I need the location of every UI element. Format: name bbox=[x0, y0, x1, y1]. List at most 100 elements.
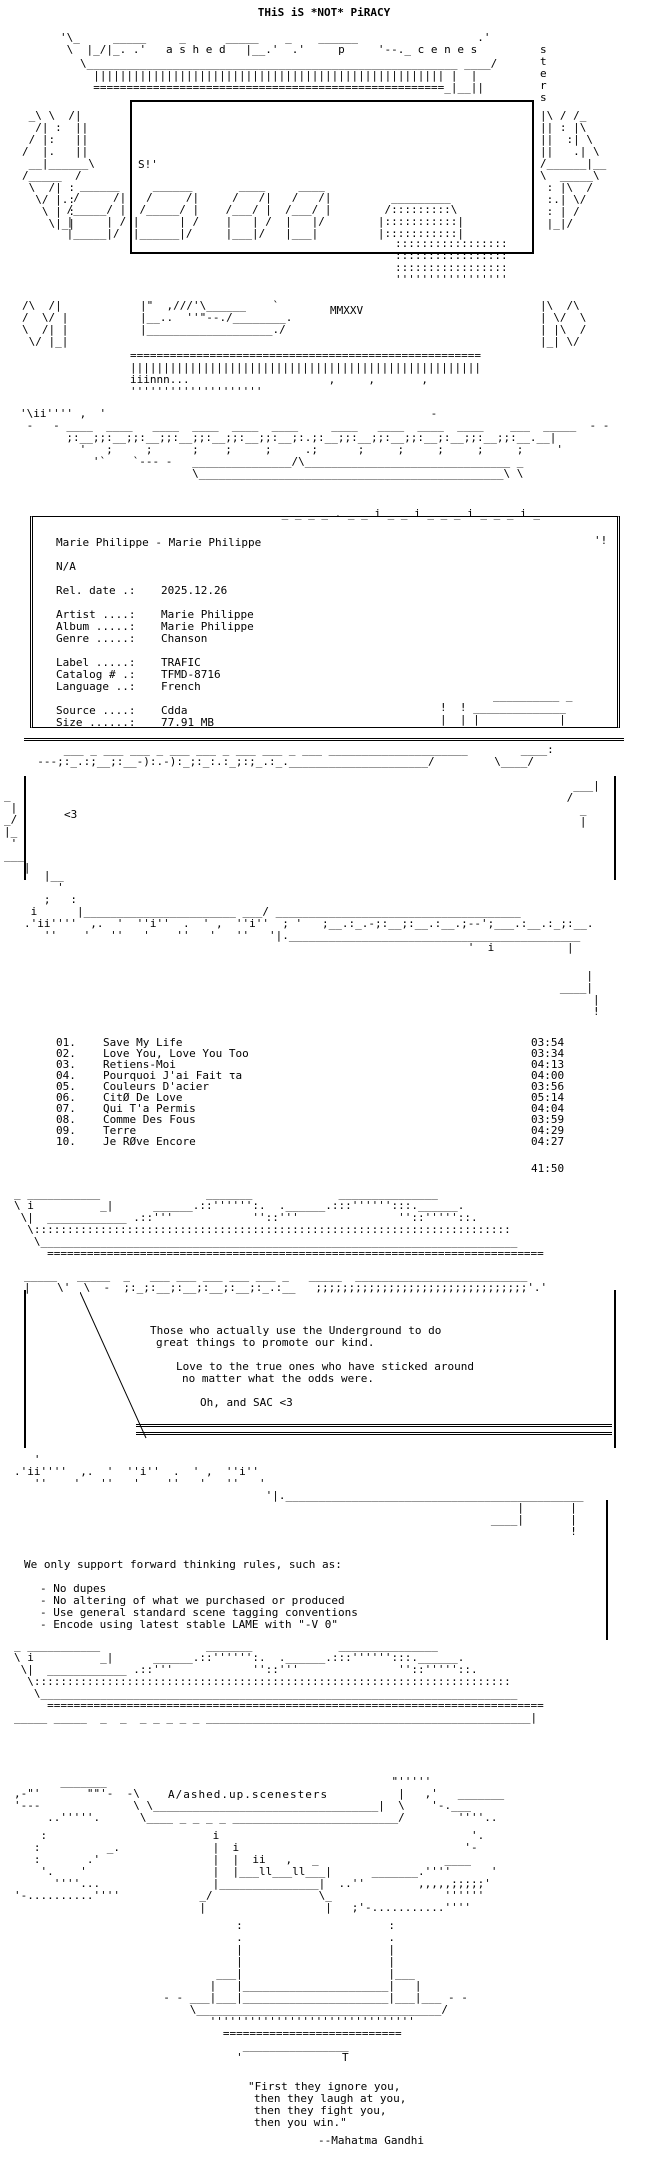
track-title: Save My Life bbox=[103, 1036, 183, 1049]
track-number: 01. bbox=[56, 1036, 76, 1049]
divider bbox=[24, 738, 624, 741]
track-title: Terre bbox=[103, 1124, 137, 1137]
release-info-box bbox=[30, 516, 620, 728]
greetings-line-4: no matter what the odds were. bbox=[182, 1372, 375, 1385]
artist-label: Artist ....: bbox=[56, 608, 136, 621]
greetings-banner-art: _____ _____ _ ___ ___ ___ ___ ___ _ ____… bbox=[24, 1270, 548, 1294]
track-row: 04. Pourquoi J'ai Fait τa 04:00 bbox=[0, 1069, 648, 1082]
track-title: Pourquoi J'ai Fait τa bbox=[103, 1069, 243, 1082]
track-number: 07. bbox=[56, 1102, 76, 1115]
notes-text: <3 bbox=[64, 808, 78, 821]
track-time: 04:00 bbox=[531, 1069, 565, 1082]
vertical-tag: sters bbox=[540, 43, 547, 104]
track-row: 02. Love You, Love You Too 03:34 bbox=[0, 1047, 648, 1060]
track-row: 03. Retiens-Moi 04:13 bbox=[0, 1058, 648, 1071]
track-title: Retiens-Moi bbox=[103, 1058, 176, 1071]
track-title: Je RØve Encore bbox=[103, 1135, 196, 1148]
quote-line-2: then they laugh at you, bbox=[254, 2092, 407, 2105]
greetings-line-3: Love to the true ones who have sticked a… bbox=[176, 1360, 475, 1373]
track-row: 09. Terre 04:29 bbox=[0, 1124, 648, 1137]
track-title: Love You, Love You Too bbox=[103, 1047, 249, 1060]
track-number: 05. bbox=[56, 1080, 76, 1093]
track-rows: 01. Save My Life 03:54 02. Love You, Lov… bbox=[0, 1036, 648, 1186]
greetings-diagonal bbox=[80, 1292, 147, 1439]
track-time: 04:13 bbox=[531, 1058, 565, 1071]
catalog-value: TFMD-8716 bbox=[161, 668, 221, 681]
track-number: 03. bbox=[56, 1058, 76, 1071]
wave-divider-art: _ ___________ _______ _______________ \ … bbox=[14, 1188, 544, 1260]
transition-art: ' .'ii'''' ,. ' ''i'' . ' , ''i'' '' ' '… bbox=[14, 1454, 584, 1538]
rules-wave-art: _ ___________ _______ _______________ \ … bbox=[14, 1640, 544, 1724]
track-title: Couleurs D'acier bbox=[103, 1080, 209, 1093]
size-label: Size ......: bbox=[56, 716, 136, 729]
start-tag: S!' bbox=[138, 158, 158, 171]
quote-line-4: then you win." bbox=[254, 2116, 347, 2129]
rule-item: - No dupes bbox=[40, 1582, 107, 1595]
label-value: TRAFIC bbox=[161, 656, 201, 669]
footer-pedestal-art: : : . . | | | | ___| |___ | |______ bbox=[163, 1920, 468, 2064]
corner-bracket: __________ _ ! ! ______________ | | | | bbox=[440, 690, 573, 726]
track-title: CitØ De Love bbox=[103, 1091, 183, 1104]
track-row: 07. Qui T'a Permis 04:04 bbox=[0, 1102, 648, 1115]
notes-box bbox=[24, 776, 616, 880]
greetings-line-2: great things to promote our kind. bbox=[156, 1336, 375, 1349]
album-label: Album .....: bbox=[56, 620, 136, 633]
track-time: 03:59 bbox=[531, 1113, 565, 1126]
language-value: French bbox=[161, 680, 201, 693]
quote-author: --Mahatma Gandhi bbox=[318, 2134, 424, 2147]
album-value: Marie Philippe bbox=[161, 620, 254, 633]
footer-art-top: _______ "''''' ,-"' ""'- -\ | ,' _______… bbox=[14, 1776, 505, 1824]
greetings-line-5: Oh, and SAC <3 bbox=[200, 1396, 293, 1409]
rules-right-rail bbox=[606, 1500, 608, 1640]
genre-label: Genre .....: bbox=[56, 632, 136, 645]
genre-value: Chanson bbox=[161, 632, 208, 645]
track-row: 01. Save My Life 03:54 bbox=[0, 1036, 648, 1049]
rule-item: - No altering of what we purchased or pr… bbox=[40, 1594, 345, 1607]
track-time: 03:54 bbox=[531, 1036, 565, 1049]
label-label: Label .....: bbox=[56, 656, 136, 669]
rule-item: - Use general standard scene tagging con… bbox=[40, 1606, 358, 1619]
track-time: 03:56 bbox=[531, 1080, 565, 1093]
catalog-label: Catalog # .: bbox=[56, 668, 136, 681]
track-number: 08. bbox=[56, 1113, 76, 1126]
release-heading: Marie Philippe - Marie Philippe bbox=[56, 536, 262, 549]
rules-intro: We only support forward thinking rules, … bbox=[24, 1558, 342, 1571]
notes-banner-art: ___ _ ___ ___ _ ___ ___ _ ___ ___ _ ___ … bbox=[37, 744, 554, 768]
source-label: Source ....: bbox=[56, 704, 136, 717]
quote-line-1: "First they ignore you, bbox=[248, 2080, 401, 2093]
track-row: 05. Couleurs D'acier 03:56 bbox=[0, 1080, 648, 1093]
year-stamp: MMXXV bbox=[330, 304, 364, 317]
track-number: 10. bbox=[56, 1135, 76, 1148]
footer-logo: A/ashed.up.scenesters bbox=[168, 1788, 329, 1801]
page-title: THiS iS *NOT* PiRACY bbox=[257, 6, 391, 19]
language-label: Language ..: bbox=[56, 680, 136, 693]
track-number: 04. bbox=[56, 1069, 76, 1082]
greetings-bottom-rule bbox=[136, 1424, 612, 1427]
corner-mark: '! bbox=[594, 534, 608, 547]
track-time: 04:27 bbox=[531, 1135, 565, 1148]
rel-date-label: Rel. date .: bbox=[56, 584, 136, 597]
source-value: Cdda bbox=[161, 704, 188, 717]
artist-value: Marie Philippe bbox=[161, 608, 254, 621]
track-row: 08. Comme Des Fous 03:59 bbox=[0, 1113, 648, 1126]
track-time: 03:34 bbox=[531, 1047, 565, 1060]
track-title: Qui T'a Permis bbox=[103, 1102, 196, 1115]
track-number: 02. bbox=[56, 1047, 76, 1060]
total-time: 41:50 bbox=[531, 1162, 565, 1175]
track-row: 06. CitØ De Love 05:14 bbox=[0, 1091, 648, 1104]
track-row: 10. Je RØve Encore 04:27 bbox=[0, 1135, 648, 1148]
rule-item: - Encode using latest stable LAME with "… bbox=[40, 1618, 339, 1631]
rel-date-value: 2025.12.26 bbox=[161, 584, 228, 597]
track-number: 06. bbox=[56, 1091, 76, 1104]
greetings-line-1: Those who actually use the Underground t… bbox=[150, 1324, 442, 1337]
track-time: 05:14 bbox=[531, 1091, 565, 1104]
nfo-value: N/A bbox=[56, 560, 76, 573]
track-time: 04:04 bbox=[531, 1102, 565, 1115]
size-value: 77.91 MB bbox=[161, 716, 214, 729]
footer-art-mid: : i '. : _. | i '- : .' | | ii , _ bbox=[14, 1830, 498, 1914]
track-time: 04:29 bbox=[531, 1124, 565, 1137]
greetings-box bbox=[24, 1290, 616, 1448]
track-title: Comme Des Fous bbox=[103, 1113, 196, 1126]
quote-line-3: then they fight you, bbox=[254, 2104, 387, 2117]
track-number: 09. bbox=[56, 1124, 76, 1137]
